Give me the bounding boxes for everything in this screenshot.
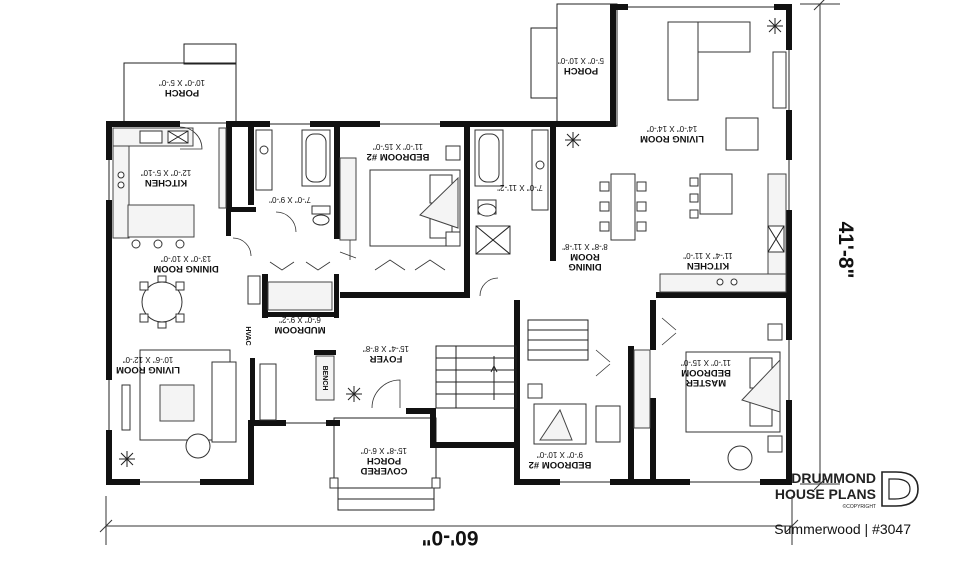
- room-name: BEDROOM #2: [529, 459, 592, 470]
- room-name: BEDROOM #2: [367, 151, 430, 162]
- mudroom-foyer-fixtures: [247, 261, 401, 421]
- brand-mark-icon: [881, 471, 919, 507]
- room-size: 7'-0" X 11'-2": [497, 183, 543, 192]
- room-name: MUDROOM: [274, 324, 325, 335]
- brand-line2: HOUSE PLANS: [775, 486, 876, 502]
- room-size: 13'-0" X 10'-0": [161, 254, 212, 263]
- room-size: 14'-0" X 14'-0": [647, 124, 698, 133]
- plant-icon: [119, 451, 135, 467]
- room-labels: PORCH 10'-0" X 5'-0" KITCHEN 12'-0" X 5'…: [116, 56, 733, 476]
- room-name: LIVING ROOM: [116, 364, 180, 375]
- hvac-label: HVAC: [244, 326, 251, 345]
- brand-copyright: ©COPYRIGHT: [843, 503, 876, 510]
- room-name: FOYER: [370, 353, 403, 364]
- left-bath-fixtures: [255, 129, 331, 233]
- top-bedroom-furniture: [339, 145, 461, 271]
- room-name: KITCHEN: [145, 177, 187, 188]
- room-name: BEDROOM: [681, 367, 731, 378]
- right-bath-fixtures: [474, 129, 581, 255]
- left-kitchen-fixtures: [112, 126, 227, 249]
- room-size: 9'-0" X 10'-0": [537, 450, 583, 459]
- depth-dimension: 41'-8": [834, 222, 857, 279]
- room-size: 10'-6" X 12'-0": [123, 355, 174, 364]
- room-name: PORCH: [165, 87, 199, 98]
- stairs: [435, 277, 589, 409]
- width-dimension-text: 60'-0": [422, 526, 479, 549]
- depth-dimension-text: 41'-8": [834, 222, 857, 279]
- master-bedroom-furniture: [633, 317, 783, 471]
- room-name: MASTER: [686, 377, 726, 388]
- room-size: 8'-8" X 11'-8": [562, 242, 608, 251]
- bottom-bedroom-furniture: [527, 349, 621, 445]
- room-name: DINING: [568, 261, 601, 272]
- plant-icon: [767, 18, 783, 34]
- plant-icon: [565, 132, 581, 148]
- room-size: 7'-0" X 9'-0": [269, 195, 311, 204]
- brand-line1: DRUMMOND: [791, 470, 876, 486]
- room-size: 11'-0" X 15'-0": [681, 358, 731, 367]
- room-name: PORCH: [367, 455, 401, 466]
- right-living-furniture: [667, 18, 787, 151]
- brand-logo: DRUMMOND HOUSE PLANS ©COPYRIGHT: [775, 470, 919, 510]
- room-size: 11'-0" X 15'-0": [373, 142, 423, 151]
- room-size: 15'-4" X 8'-8": [363, 344, 409, 353]
- room-size: 5'-0" X 10'-0": [558, 56, 604, 65]
- bench-label: BENCH: [321, 366, 328, 391]
- plant-icon: [346, 386, 362, 402]
- width-dimension: 60'-0": [422, 526, 479, 549]
- room-name: ROOM: [570, 251, 600, 262]
- right-kitchen-fixtures: [659, 173, 787, 293]
- room-size: 6'-0" X 9'-2": [279, 315, 321, 324]
- left-dining-table: [139, 275, 185, 329]
- room-name: KITCHEN: [687, 260, 729, 271]
- room-size: 10'-0" X 5'-0": [159, 78, 205, 87]
- room-name: DINING ROOM: [153, 263, 219, 274]
- room-size: 11'-4" X 11'-0": [683, 251, 733, 260]
- windows: [105, 3, 793, 486]
- dimension-lines: [99, 0, 840, 545]
- room-name: COVERED: [360, 465, 407, 476]
- plan-caption: Summerwood | #3047: [774, 521, 911, 537]
- left-living-furniture: [119, 237, 252, 467]
- right-dining-table: [599, 173, 647, 241]
- room-size: 15'-8" X 6'-0": [361, 446, 407, 455]
- room-size: 12'-0" X 5'-10": [141, 168, 192, 177]
- room-name: PORCH: [564, 65, 598, 76]
- room-name: LIVING ROOM: [640, 133, 704, 144]
